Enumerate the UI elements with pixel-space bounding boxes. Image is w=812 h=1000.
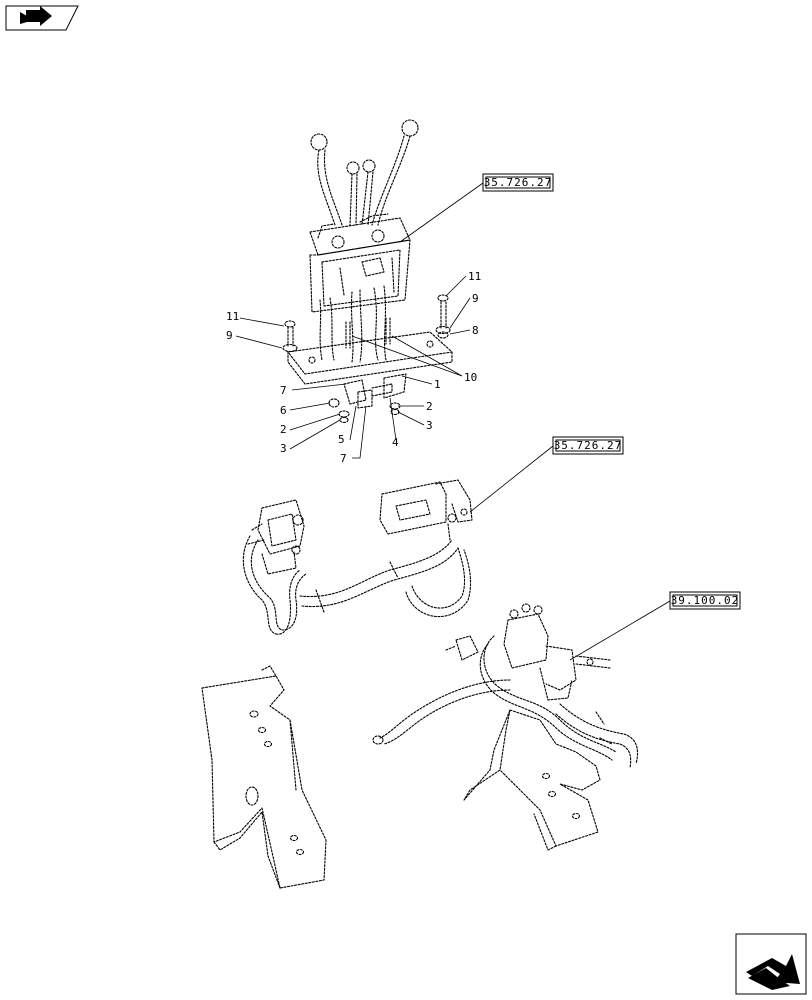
callout-7-lower: 7 [340,452,347,465]
callout-7-upper: 7 [280,384,287,397]
auxiliary-valve-assembly [372,603,639,851]
reference-35-726-27-upper[interactable]: 35.726.27 [399,173,554,243]
callout-3-left: 3 [280,442,287,455]
mounting-bracket [201,665,327,889]
control-lever-assembly [282,119,453,424]
valve-hose-assembly [242,479,473,635]
callout-8: 8 [472,324,479,337]
callout-9-right: 9 [472,292,479,305]
reference-label: 39.100.02 [671,594,740,607]
callout-11-left: 11 [226,310,239,323]
callout-11-right: 11 [468,270,481,283]
reference-label: 35.726.27 [484,176,553,189]
callout-2-right: 2 [426,400,433,413]
callout-10: 10 [464,371,477,384]
callout-5: 5 [338,433,345,446]
page-navigation-arrow-icon[interactable] [5,5,79,31]
reference-35-726-27-lower[interactable]: 35.726.27 [469,436,624,513]
callout-1: 1 [434,378,441,391]
callout-labels: 11 9 8 11 9 10 1 7 6 2 3 5 7 [226,270,481,465]
callout-2-left: 2 [280,423,287,436]
callout-4: 4 [392,436,399,449]
reference-39-100-02[interactable]: 39.100.02 [569,591,741,661]
callout-6: 6 [280,404,287,417]
next-page-arrow-icon[interactable] [735,933,807,995]
callout-9-left: 9 [226,329,233,342]
callout-3-right: 3 [426,419,433,432]
reference-label: 35.726.27 [554,439,623,452]
